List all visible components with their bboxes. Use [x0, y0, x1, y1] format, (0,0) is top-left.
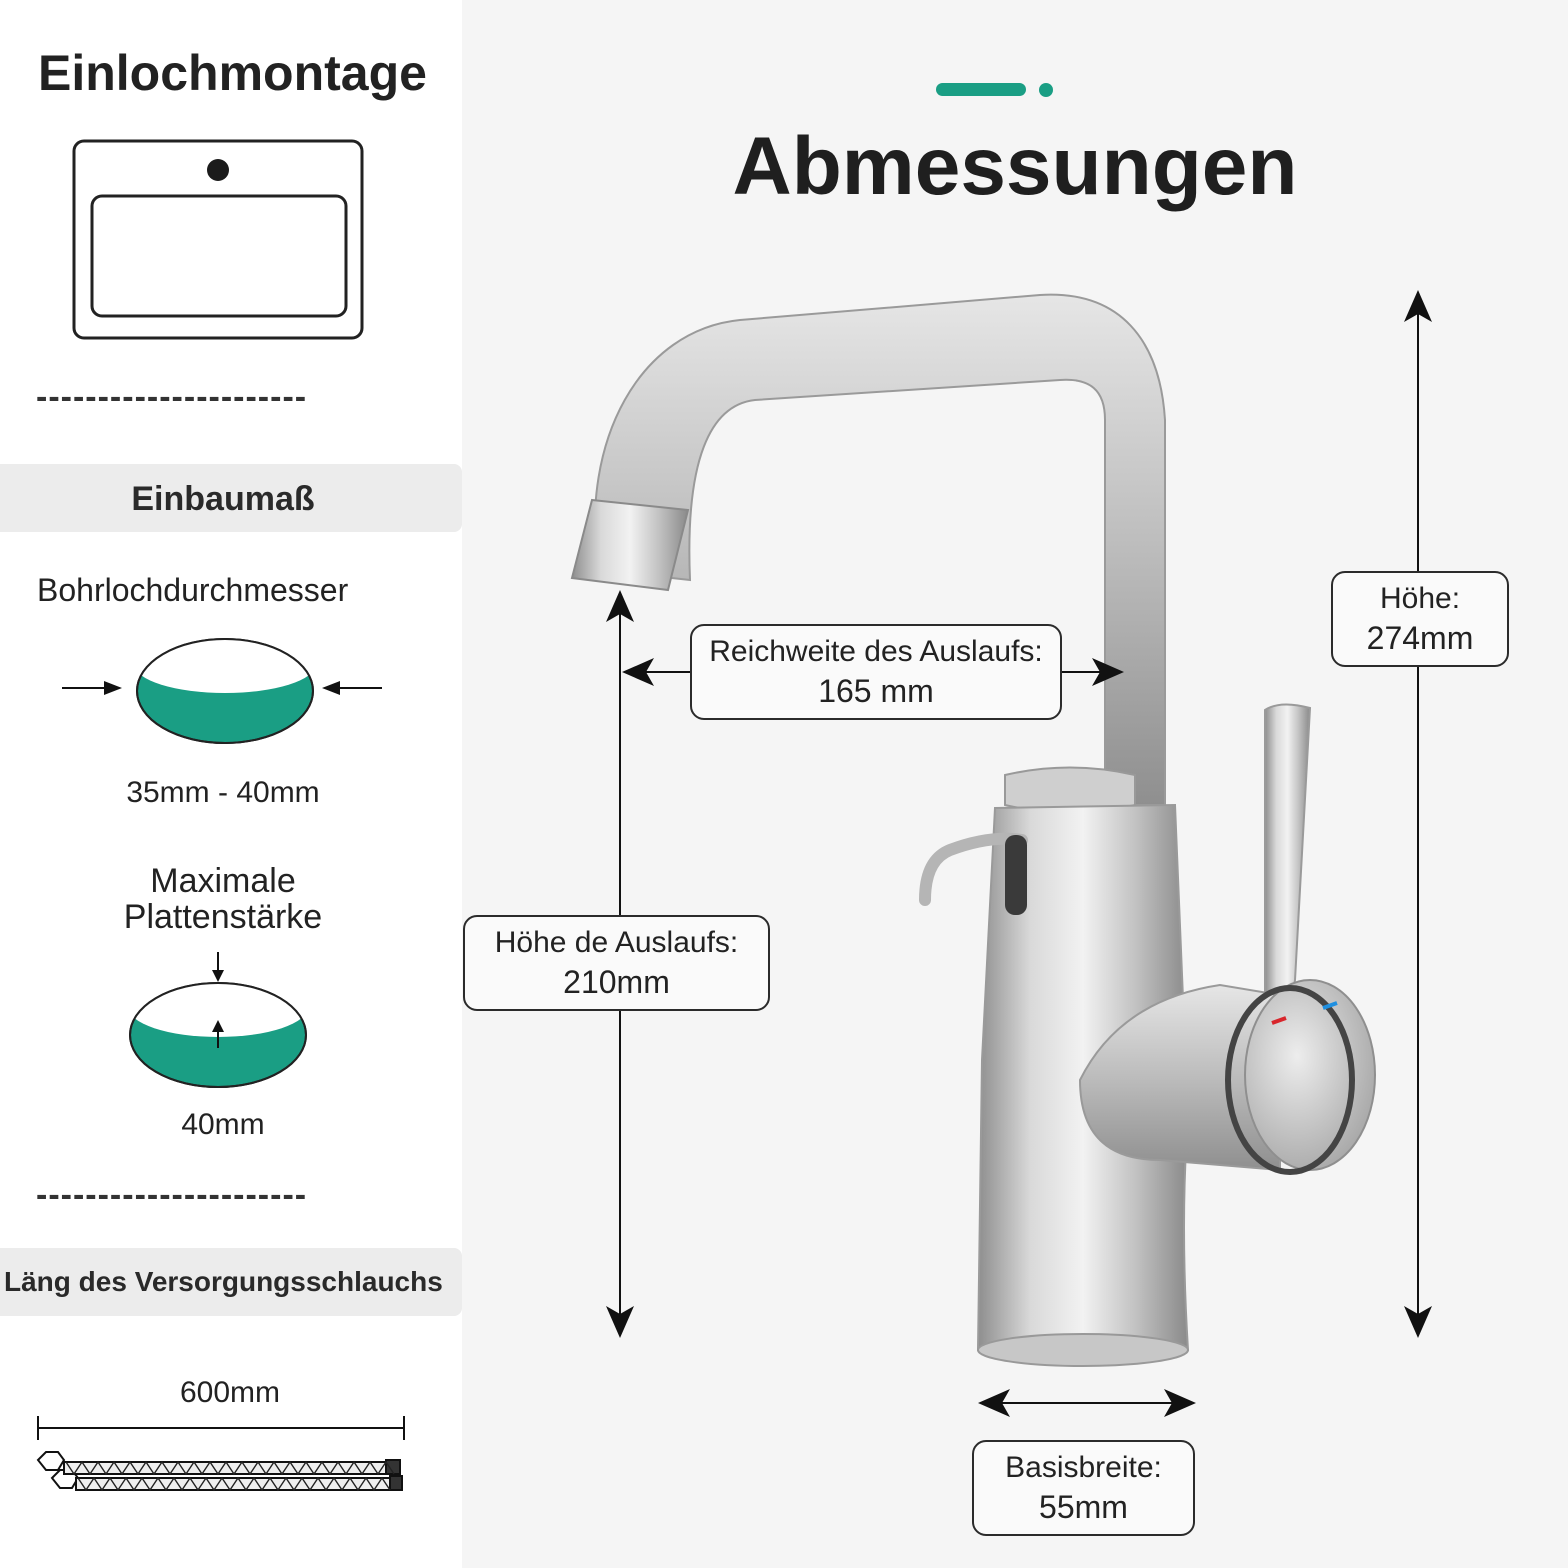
hose-band: Läng des Versorgungsschlauchs — [0, 1248, 462, 1316]
hole-diameter-label: Bohrlochdurchmesser — [37, 572, 349, 608]
hose-icon — [36, 1416, 405, 1492]
height-callout: Höhe: 274mm — [1331, 571, 1509, 667]
reach-label: Reichweite des Auslaufs: — [709, 634, 1043, 668]
height-label: Höhe: — [1379, 581, 1461, 615]
reach-callout: Reichweite des Auslaufs: 165 mm — [690, 624, 1062, 720]
hole-diameter-value: 35mm - 40mm — [126, 776, 320, 809]
left-panel: Einlochmontage ---------------------- Ei… — [0, 0, 462, 1568]
spout-height-label: Höhe de Auslaufs: — [494, 925, 739, 959]
spout-height-callout: Höhe de Auslaufs: 210mm — [463, 915, 770, 1011]
hose-length-value: 600mm — [179, 1376, 281, 1409]
spout-height-value: 210mm — [563, 963, 670, 1000]
sink-icon — [72, 139, 364, 340]
separator-bottom: ---------------------- — [36, 1176, 308, 1214]
install-title: Einbaumaß — [131, 480, 315, 518]
hole-diameter-icon — [62, 638, 382, 744]
title-accent — [936, 83, 1053, 97]
thickness-icon — [129, 952, 307, 1088]
thickness-label-line1: Maximale — [150, 862, 296, 900]
thickness-label-line2: Plattenstärke — [123, 898, 323, 936]
thickness-value: 40mm — [181, 1108, 265, 1141]
base-width-label: Basisbreite: — [1005, 1450, 1162, 1484]
separator-top: ---------------------- — [36, 378, 308, 416]
page-title: Abmessungen — [732, 121, 1298, 212]
hose-title: Läng des Versorgungsschlauchs — [4, 1266, 443, 1297]
base-width-value: 55mm — [1039, 1488, 1128, 1525]
base-width-callout: Basisbreite: 55mm — [972, 1440, 1195, 1536]
height-value: 274mm — [1366, 619, 1474, 656]
install-band: Einbaumaß — [0, 464, 462, 532]
reach-value: 165 mm — [818, 672, 934, 709]
faucet-image — [570, 293, 1376, 1367]
mount-title: Einlochmontage — [38, 45, 427, 101]
